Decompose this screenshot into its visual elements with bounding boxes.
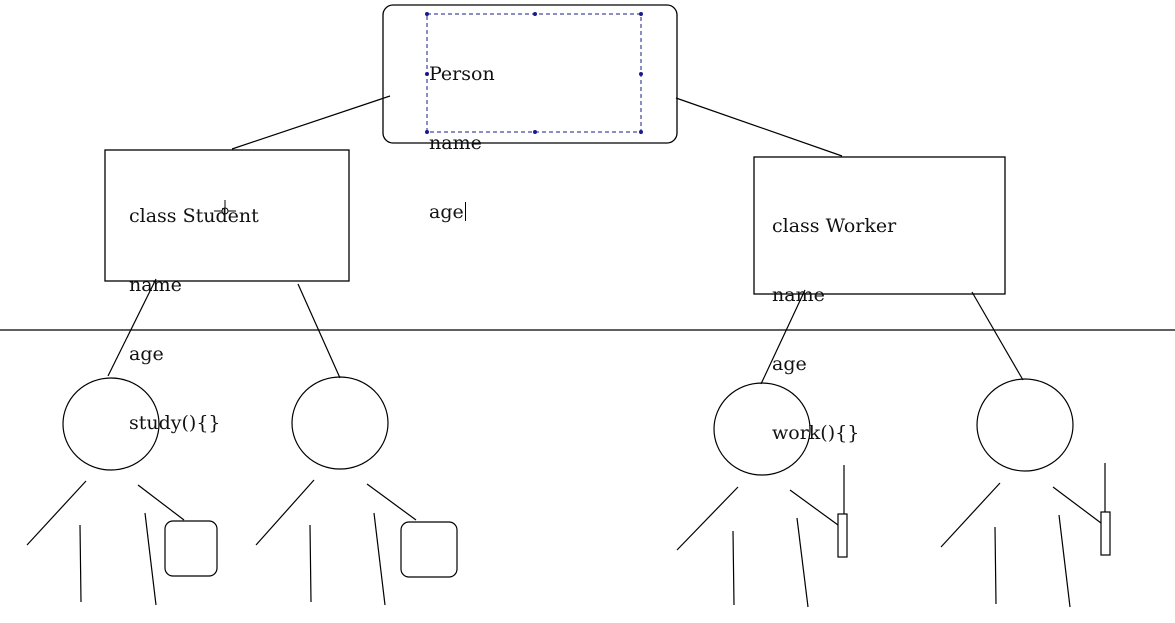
worker-class-text: class Worker name age work(){} (772, 169, 896, 468)
person-field-age-line: age (429, 201, 495, 224)
tool-icon (1100, 463, 1111, 556)
connector-student-instance-2 (297, 283, 341, 379)
worker-figure-2 (940, 378, 1111, 608)
person-title: Person (429, 63, 495, 85)
worker-title: class Worker (772, 215, 897, 237)
student-title: class Student (129, 205, 259, 227)
text-selection-frame[interactable] (425, 12, 643, 134)
connector-worker-instance-2 (971, 291, 1024, 381)
student-field-age: age (129, 343, 164, 365)
person-field-name: name (429, 132, 482, 154)
student-method-study: study(){} (129, 412, 221, 434)
worker-field-name: name (772, 284, 825, 306)
text-caret (464, 202, 466, 221)
tool-icon (837, 465, 848, 558)
person-class-text[interactable]: Person name age (429, 17, 495, 247)
connector-worker-instance-1 (760, 289, 806, 385)
student-box[interactable] (104, 149, 350, 282)
crosshair-cursor-icon (214, 200, 236, 222)
student-figure-2 (255, 376, 458, 606)
book-icon (400, 521, 458, 578)
worker-field-age: age (772, 353, 807, 375)
person-box[interactable] (382, 4, 678, 144)
student-figure-1 (26, 377, 218, 606)
person-field-age: age (429, 201, 464, 223)
worker-method-work: work(){} (772, 422, 860, 444)
connector-student-instance-1 (107, 278, 157, 377)
connector-person-student (231, 95, 391, 150)
worker-figure-1 (676, 382, 848, 608)
worker-box[interactable] (753, 156, 1006, 295)
book-icon (164, 520, 218, 577)
student-field-name: name (129, 274, 182, 296)
student-class-text: class Student name age study(){} (129, 159, 259, 458)
connector-person-worker (675, 97, 843, 157)
